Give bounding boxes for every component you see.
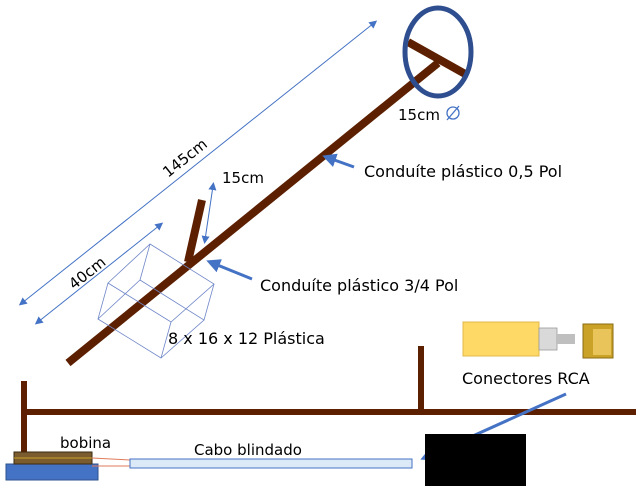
shielded-cable xyxy=(129,458,413,469)
dimension-line-40 xyxy=(34,222,164,325)
length-lower-label: 40cm xyxy=(65,253,109,293)
search-coil-ring xyxy=(402,5,474,99)
conduit-thin-label: Conduíte plástico 0,5 Pol xyxy=(364,162,562,181)
box-label: 8 x 16 x 12 Plástica xyxy=(168,329,325,348)
main-pole xyxy=(65,59,441,367)
plastic-box-wireframe xyxy=(97,243,215,359)
dimension-line-15 xyxy=(201,182,217,244)
cable-label: Cabo blindado xyxy=(194,441,302,459)
rca-connector-icon xyxy=(462,321,614,359)
length-total-label: 145cm xyxy=(159,135,211,181)
coil-diameter-label: 15cm xyxy=(398,106,440,124)
handle-crossbar xyxy=(406,38,469,79)
diameter-icon xyxy=(446,105,460,121)
branch-length-label: 15cm xyxy=(222,169,264,187)
conduit-thick-label: Conduíte plástico 3/4 Pol xyxy=(260,276,458,295)
arrow-conduit-thin xyxy=(322,153,355,169)
lead-wire-top xyxy=(91,457,131,461)
control-box xyxy=(425,434,526,486)
coil-label: bobina xyxy=(60,434,111,452)
coil-block xyxy=(5,451,99,481)
connectors-label: Conectores RCA xyxy=(462,369,590,388)
arrow-conduit-thick xyxy=(206,259,253,281)
